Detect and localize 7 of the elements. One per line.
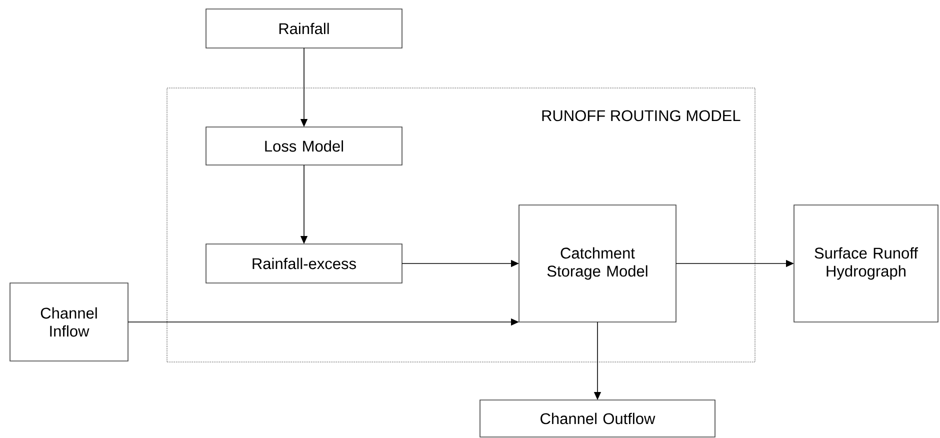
process-box: Channel Inflow (10, 282, 128, 362)
process-box: Surface Runoff Hydrograph (794, 204, 938, 322)
process-box: Rainfall-excess (206, 244, 402, 284)
process-box: Channel Outflow (480, 400, 716, 438)
process-box: Rainfall (206, 8, 402, 48)
process-box: Loss Model (206, 126, 402, 166)
process-box: Catchment Storage Model (518, 204, 676, 322)
